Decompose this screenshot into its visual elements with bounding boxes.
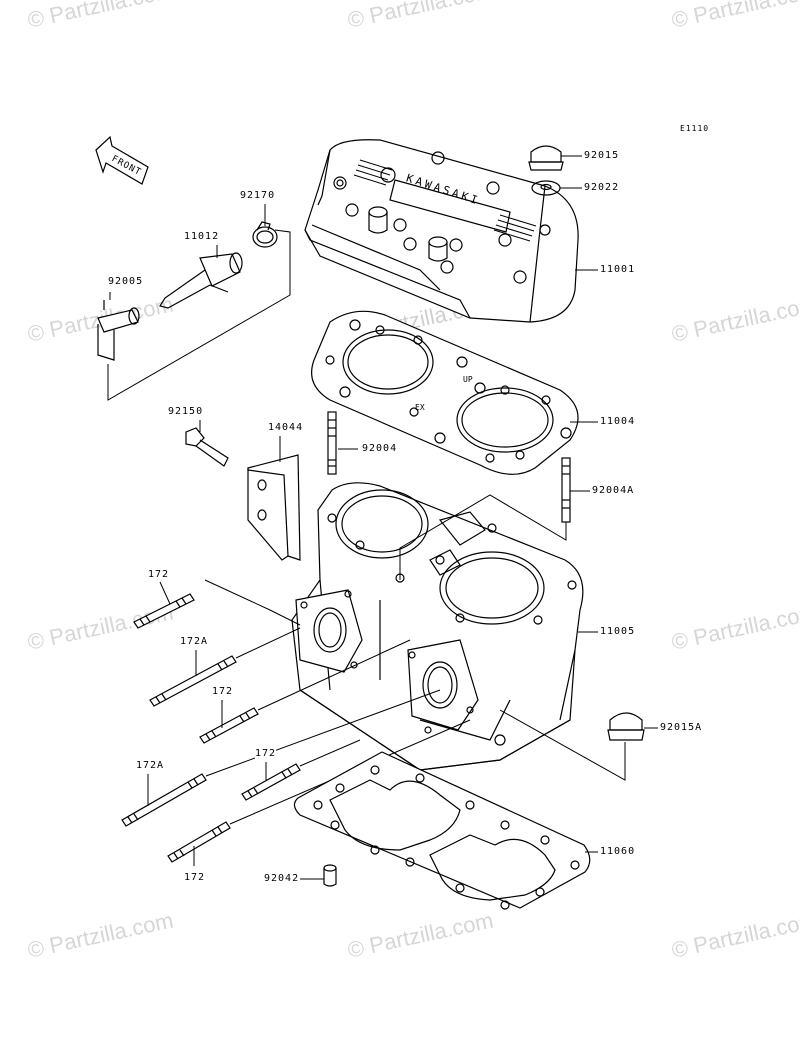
dowel-pin-92042 <box>323 864 337 887</box>
gasket-mark-up: UP <box>463 375 473 384</box>
part-label-172-c[interactable]: 172 <box>255 748 277 759</box>
part-label-11012[interactable]: 11012 <box>184 231 220 242</box>
head-gasket-11004: UP EX <box>311 310 579 475</box>
cap-nut-92015A <box>607 712 645 741</box>
stud-92004A <box>561 457 571 523</box>
part-label-92015[interactable]: 92015 <box>584 150 620 161</box>
hose-11012 <box>159 252 243 309</box>
stud-172A-b <box>121 773 207 827</box>
part-label-11004[interactable]: 11004 <box>600 416 636 427</box>
part-label-172A-a[interactable]: 172A <box>180 636 209 647</box>
part-label-172-a[interactable]: 172 <box>148 569 170 580</box>
bracket-14044 <box>247 454 301 561</box>
stud-172-b <box>199 707 259 744</box>
front-arrow-icon: FRONT <box>95 135 149 185</box>
part-label-14044[interactable]: 14044 <box>268 422 304 433</box>
part-label-92022[interactable]: 92022 <box>584 182 620 193</box>
part-label-92015A[interactable]: 92015A <box>660 722 703 733</box>
stud-172-a <box>133 593 195 629</box>
part-label-11001[interactable]: 11001 <box>600 264 636 275</box>
bolt-92150 <box>185 427 229 467</box>
part-label-172-d[interactable]: 172 <box>184 872 206 883</box>
cylinder-11005 <box>291 482 584 771</box>
stud-92004 <box>327 411 337 475</box>
base-gasket-11060 <box>293 751 591 910</box>
stud-172-d <box>167 821 231 863</box>
part-label-11005[interactable]: 11005 <box>600 626 636 637</box>
hose-clamp-92170 <box>252 221 278 248</box>
part-label-92170[interactable]: 92170 <box>240 190 276 201</box>
stud-172-c <box>241 763 301 801</box>
gasket-mark-ex: EX <box>415 403 425 412</box>
cap-nut-92015 <box>528 145 564 171</box>
part-label-92005[interactable]: 92005 <box>108 276 144 287</box>
part-label-92042[interactable]: 92042 <box>264 873 300 884</box>
part-label-92004A[interactable]: 92004A <box>592 485 635 496</box>
part-label-172-b[interactable]: 172 <box>212 686 234 697</box>
stud-172A-a <box>149 655 237 707</box>
part-label-92150[interactable]: 92150 <box>168 406 204 417</box>
part-label-11060[interactable]: 11060 <box>600 846 636 857</box>
figure-code: E1110 <box>680 124 710 133</box>
part-label-172A-b[interactable]: 172A <box>136 760 165 771</box>
fitting-92005 <box>97 300 140 361</box>
cylinder-head: KAWASAKI <box>304 139 579 323</box>
part-label-92004[interactable]: 92004 <box>362 443 398 454</box>
